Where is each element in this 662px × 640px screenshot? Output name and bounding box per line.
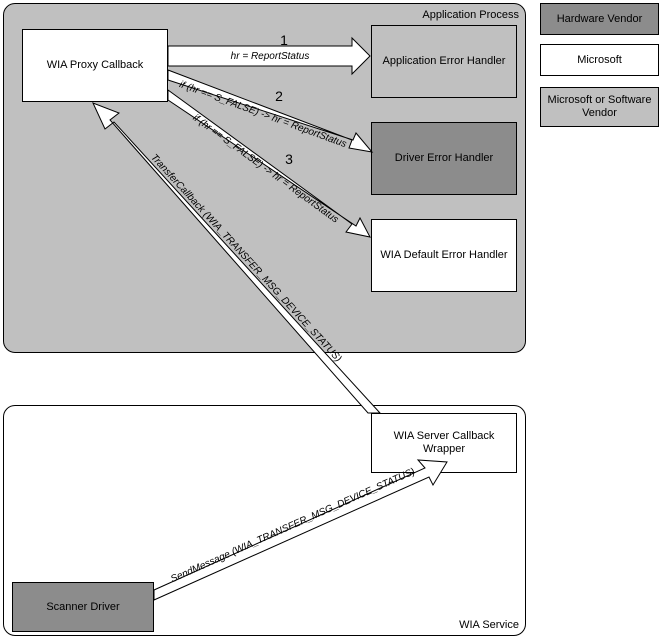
legend-hardware-vendor: Hardware Vendor — [540, 3, 659, 35]
scanner-driver-label: Scanner Driver — [46, 600, 120, 613]
legend-hardware-vendor-label: Hardware Vendor — [556, 12, 643, 25]
legend-microsoft-or-software-vendor: Microsoft or Software Vendor — [540, 87, 659, 127]
arrow-1-label: hr = ReportStatus — [231, 51, 310, 62]
wia-server-callback-wrapper-label: WIA Server Callback Wrapper — [393, 430, 495, 455]
application-error-handler-label: Application Error Handler — [382, 55, 506, 67]
legend-microsoft-or-software-vendor-label: Microsoft or Software Vendor — [547, 94, 652, 119]
legend-microsoft: Microsoft — [540, 44, 659, 76]
application-error-handler-box: Application Error Handler — [371, 25, 517, 98]
arrow-1: 1 hr = ReportStatus — [167, 32, 371, 76]
wia-service-label: WIA Service — [459, 619, 519, 631]
legend-microsoft-label: Microsoft — [577, 53, 622, 66]
arrow-2-number: 2 — [275, 88, 283, 104]
send-message-arrow: SendMessage (WIA_TRANSFER_MSG_DEVICE_STA… — [153, 459, 448, 601]
driver-error-handler-label: Driver Error Handler — [394, 152, 494, 164]
arrow-1-number: 1 — [280, 32, 288, 48]
driver-error-handler-box: Driver Error Handler — [371, 122, 517, 195]
wia-proxy-callback-label: WIA Proxy Callback — [46, 59, 144, 71]
arrow-2: 2 if (hr == S_FALSE) -> hr = ReportStatu… — [167, 69, 374, 153]
wia-proxy-callback-box: WIA Proxy Callback — [22, 29, 168, 102]
scanner-driver-box: Scanner Driver — [12, 582, 154, 632]
transfer-callback-label: TransferCallback (WIA_TRANSFER_MSG_DEVIC… — [148, 152, 343, 364]
arrow-3-number: 3 — [285, 151, 293, 167]
application-process-label: Application Process — [422, 9, 519, 21]
arrow-2-label: if (hr == S_FALSE) -> hr = ReportStatus — [178, 79, 348, 150]
wia-default-error-handler-label: WIA Default Error Handler — [380, 249, 508, 261]
send-message-label: SendMessage (WIA_TRANSFER_MSG_DEVICE_STA… — [169, 466, 417, 585]
wia-default-error-handler-box: WIA Default Error Handler — [371, 219, 517, 292]
